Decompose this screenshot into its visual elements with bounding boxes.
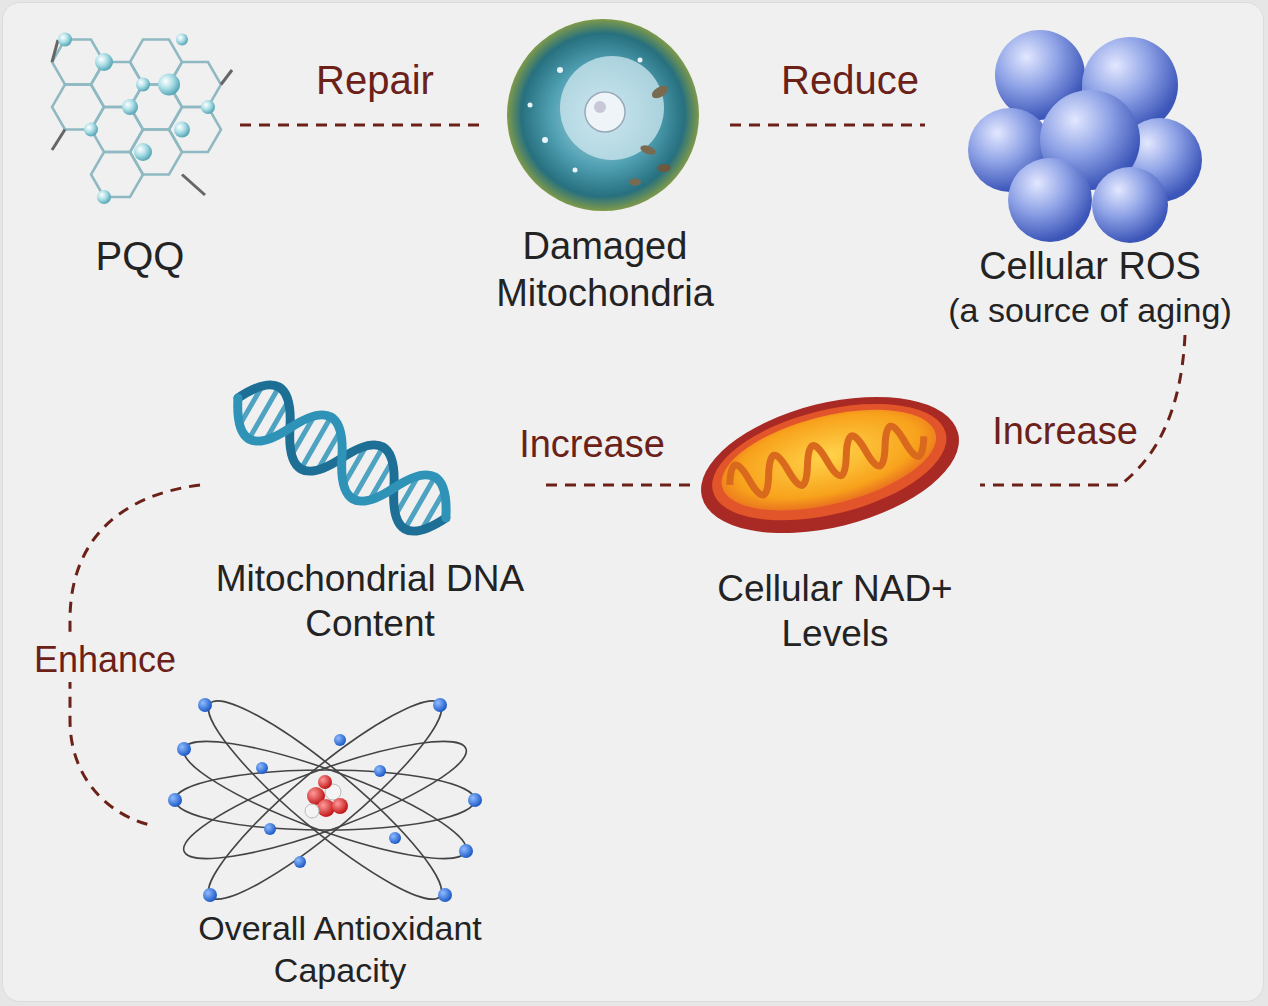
node-label: Damaged Mitochondria	[484, 223, 726, 316]
ros-cluster	[968, 30, 1202, 243]
atom-particles	[168, 698, 482, 902]
dna-helix	[223, 372, 461, 544]
labeled-illustration: PQQ	[40, 15, 240, 285]
edge-label: Enhance	[30, 638, 180, 681]
node-label: Mitochondrial DNA Content	[204, 556, 536, 646]
edge-label: Repair	[312, 56, 438, 104]
atom-model	[174, 681, 476, 920]
labeled-illustration: Overall Antioxidant Capacity	[150, 705, 530, 995]
labeled-illustration: Cellular ROS(a source of aging)	[925, 25, 1255, 335]
pqq-atoms	[58, 33, 215, 205]
node-label: Cellular NAD+ Levels	[694, 566, 976, 656]
node-label: PQQ	[96, 232, 185, 281]
node-label: Cellular ROS	[979, 243, 1201, 289]
node-label: Overall Antioxidant Capacity	[154, 908, 526, 991]
mitochondrion	[687, 373, 973, 557]
pqq-molecule	[52, 40, 232, 198]
node-sublabel: (a source of aging)	[948, 290, 1232, 331]
dashed-connector	[980, 335, 1185, 485]
edge-label: Reduce	[777, 56, 923, 104]
dashed-connector	[540, 484, 690, 487]
edge-label: Increase	[988, 409, 1142, 455]
labeled-illustration: Cellular NAD+ Levels	[690, 385, 980, 660]
dashed-connector	[730, 124, 925, 127]
edge-label: Increase	[515, 422, 669, 468]
labeled-illustration: Damaged Mitochondria	[480, 15, 730, 320]
labeled-illustration: Mitochondrial DNA Content	[200, 380, 540, 650]
damaged-cell	[507, 19, 699, 211]
dashed-connector	[240, 124, 480, 127]
